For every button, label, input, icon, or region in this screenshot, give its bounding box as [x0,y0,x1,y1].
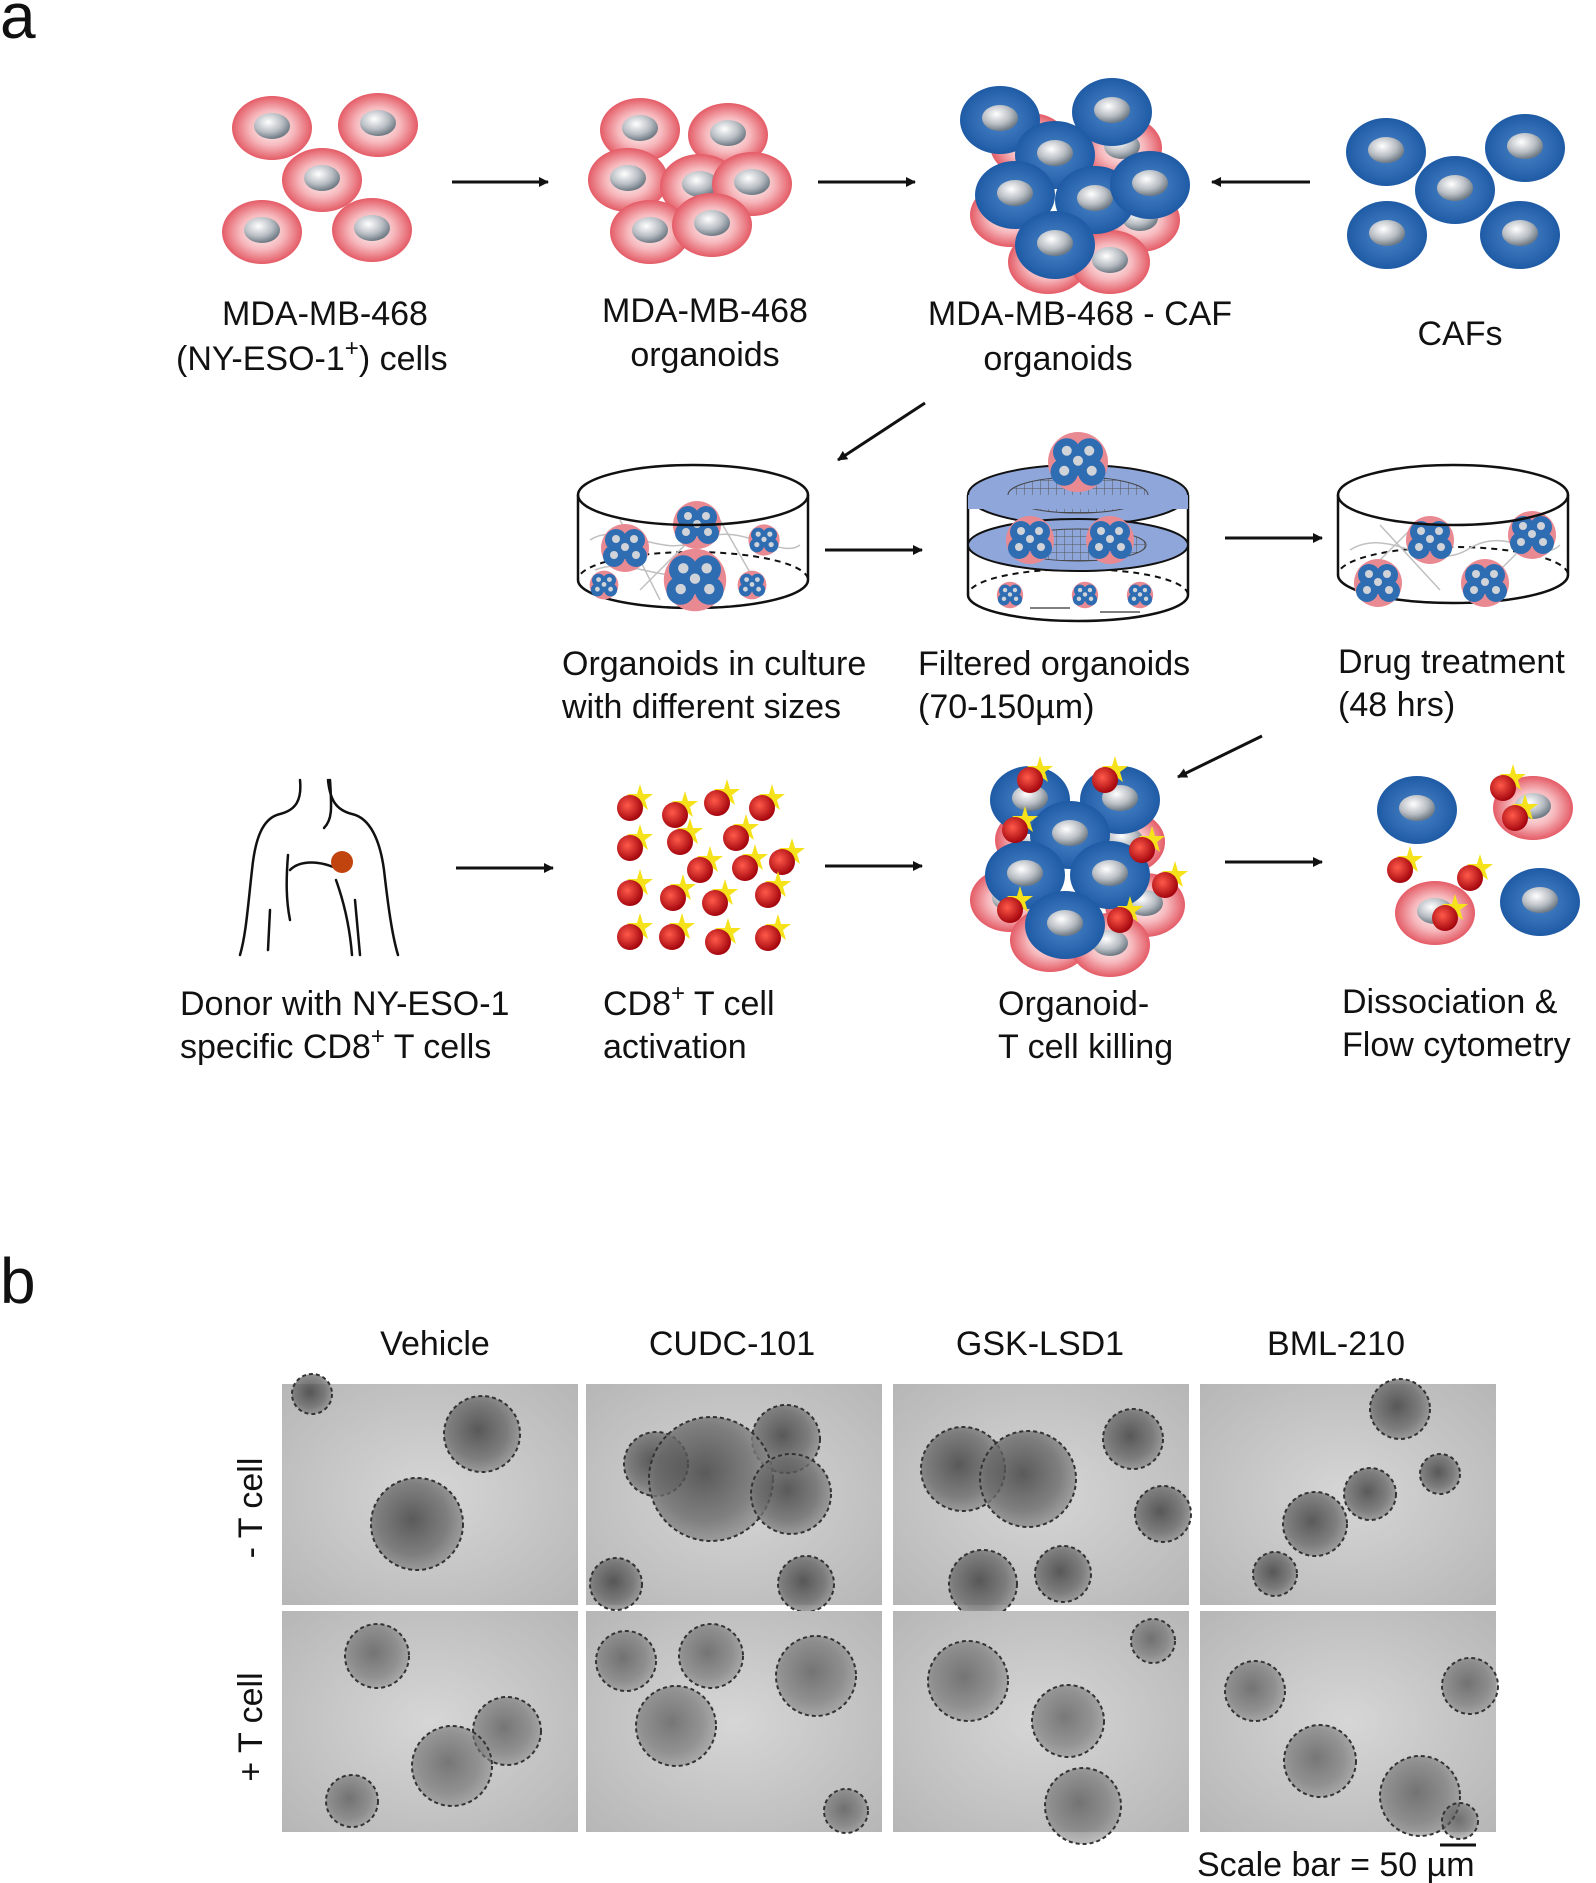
culture-label-line1: Organoids in culture [562,645,866,683]
filter-stack-illustration [966,432,1190,623]
organoid-blob [635,1685,717,1767]
column-header-vehicle: Vehicle [380,1325,490,1363]
killing-label-line1: Organoid- [998,985,1149,1023]
activation-label-line1: CD8+ T cell [603,980,775,1023]
cafs-label: CAFs [1418,315,1503,353]
organoid-blob [325,1774,379,1828]
drug-label-line2: (48 hrs) [1338,686,1455,724]
organoid-blob [1102,1408,1164,1470]
micrograph-panel [893,1611,1189,1845]
organoid-blob [750,1453,832,1535]
organoid-blob [777,1555,835,1613]
micrograph-grid [282,1373,1499,1845]
organoid-blob [1224,1660,1286,1722]
caf-organoid-illustration [960,78,1190,294]
panel-b-letter: b [0,1245,36,1317]
organoid-blob [589,1557,643,1611]
micrograph-panel [586,1611,882,1834]
drug-label-line1: Drug treatment [1338,643,1565,681]
organoid-blob [1343,1467,1397,1521]
micrograph-panel [893,1384,1192,1619]
organoid-blob [1419,1453,1461,1495]
dissociation-illustration [1377,764,1580,945]
organoid-blob [1441,1657,1499,1715]
organoid-blob [1134,1485,1192,1543]
tumor-cells-illustration [222,93,418,264]
arrow-to-culture [837,401,926,462]
column-header-bml-210: BML-210 [1267,1325,1405,1363]
dissociation-label-line1: Dissociation & [1342,983,1558,1021]
cells-label-line2: (NY-ESO-1+) cells [176,335,448,378]
organoid-blob [927,1640,1009,1722]
organoids-label-line1: MDA-MB-468 [602,292,808,330]
organoids-label-line2: organoids [630,336,779,374]
organoid-blob [823,1788,869,1834]
organoid-blob [948,1549,1018,1619]
cafs-illustration [1346,114,1565,269]
organoid-blob [678,1623,744,1689]
organoid-blob [775,1635,857,1717]
micrograph-panel [282,1373,578,1605]
donor-label-line2: specific CD8+ T cells [180,1023,491,1066]
organoid-blob [1130,1618,1176,1664]
micrograph-panel [1200,1611,1499,1840]
t-cell-activation-illustration [617,779,805,955]
dissociation-label-line2: Flow cytometry [1342,1026,1571,1064]
drug-dish-illustration [1336,463,1570,607]
micrograph-panel [586,1384,882,1613]
row-label-minus-t-cell: - T cell [232,1458,270,1559]
organoid-blob [1369,1378,1431,1440]
micrograph-panel [1200,1378,1496,1605]
organoid-blob [979,1430,1077,1528]
culture-dish-illustration [576,463,810,612]
organoid-blob [344,1623,410,1689]
organoid-illustration [588,98,792,264]
scale-bar-label: Scale bar = 50 µm [1197,1846,1475,1883]
organoid-blob [1044,1767,1122,1845]
organoid-blob [1034,1545,1092,1603]
organoid-blob [291,1373,333,1415]
cells-label-line1: MDA-MB-468 [222,295,428,333]
filtered-label-line1: Filtered organoids [918,645,1190,683]
killing-label-line2: T cell killing [998,1028,1173,1066]
arrow-to-killing [1177,734,1263,779]
organoid-blob [1283,1724,1357,1798]
micrograph-panel [282,1611,578,1832]
filtered-label-line2: (70-150µm) [918,688,1094,726]
organoid-blob [1441,1802,1479,1840]
column-header-gsk-lsd1: GSK-LSD1 [956,1325,1124,1363]
donor-illustration [238,778,400,957]
column-header-cudc-101: CUDC-101 [649,1325,815,1363]
organoid-blob [411,1725,493,1807]
caf-organoids-label-line2: organoids [983,340,1132,378]
organoid-blob [443,1395,521,1473]
panel-a-letter: a [0,0,36,52]
culture-label-line2: with different sizes [561,688,841,726]
organoid-blob [1379,1755,1461,1837]
organoid-blob [1282,1491,1348,1557]
activation-label-line2: activation [603,1028,747,1066]
donor-label-line1: Donor with NY-ESO-1 [180,985,509,1023]
organoid-blob [472,1696,542,1766]
organoid-blob [370,1477,464,1571]
organoid-blob [595,1630,657,1692]
organoid-blob [1252,1551,1298,1597]
caf-organoids-label-line1: MDA-MB-468 - CAF [928,295,1232,333]
row-label-plus-t-cell: + T cell [232,1672,270,1781]
organoid-killing-illustration [970,756,1188,977]
organoid-blob [1031,1684,1105,1758]
